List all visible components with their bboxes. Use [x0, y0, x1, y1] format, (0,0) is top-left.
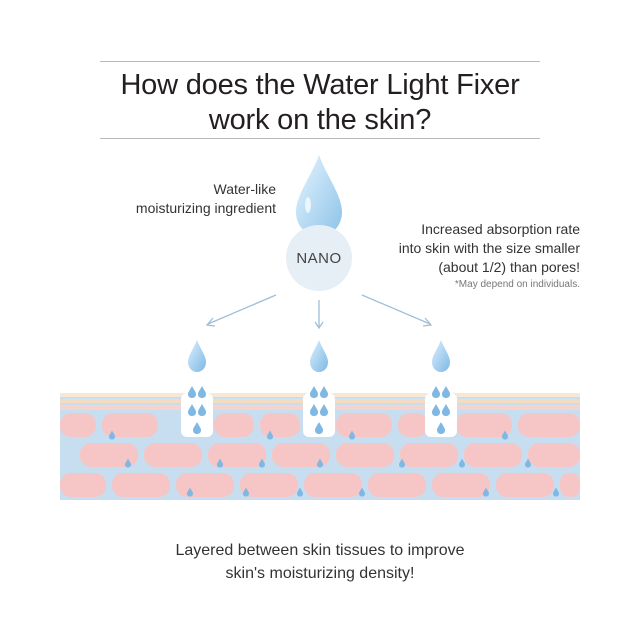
- caption-line-2: skin's moisturizing density!: [0, 563, 640, 585]
- nano-label: NANO: [296, 250, 341, 267]
- droplet-right-icon: [432, 340, 450, 372]
- droplet-center-icon: [310, 340, 328, 372]
- droplet-left-icon: [188, 340, 206, 372]
- arrow-right-icon: [362, 295, 431, 326]
- small-droplet-icon: [198, 386, 206, 398]
- caption-line-1: Layered between skin tissues to improve: [0, 540, 640, 562]
- small-droplet-icon: [188, 386, 196, 398]
- small-droplet-icon: [320, 386, 328, 398]
- large-droplet-icon: [296, 155, 342, 236]
- arrow-center-icon: [315, 300, 323, 328]
- small-droplet-icon: [432, 386, 440, 398]
- arrow-left-icon: [207, 295, 276, 326]
- skin-layer: [60, 393, 580, 500]
- nano-badge: NANO: [286, 225, 352, 291]
- small-droplet-icon: [442, 386, 450, 398]
- small-droplet-icon: [310, 386, 318, 398]
